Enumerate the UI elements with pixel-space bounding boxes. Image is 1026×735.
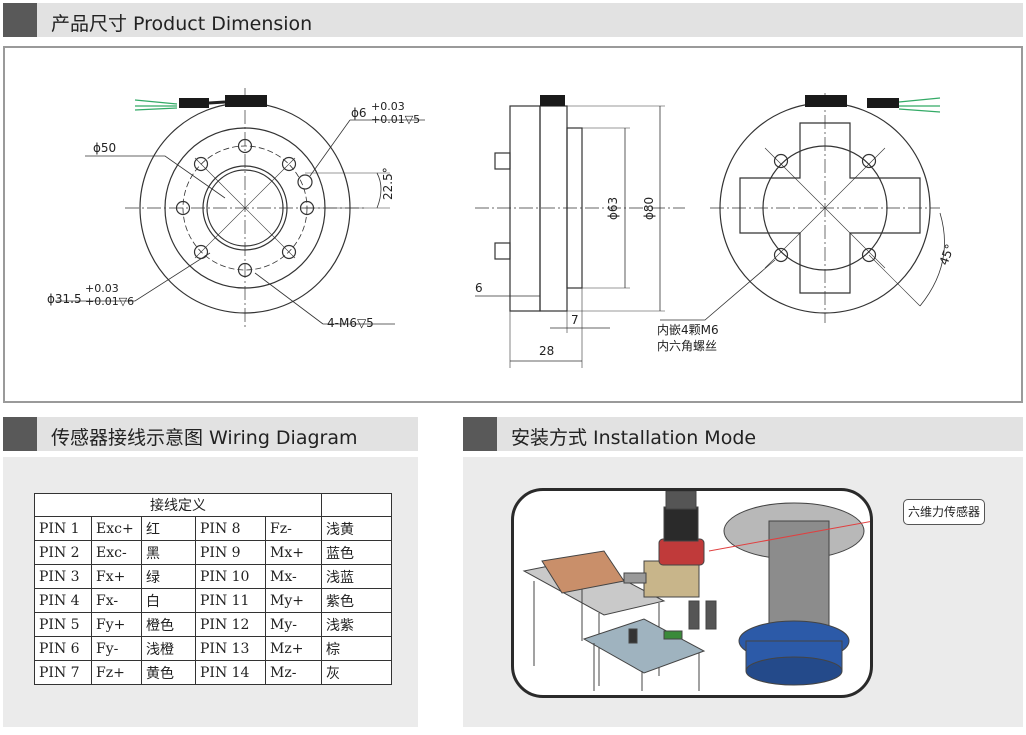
pin-left-cell: PIN 3 [34,564,92,589]
signal-left-cell: Fy- [91,636,142,661]
dim-angle-22: 22.5° [381,167,395,200]
dimension-drawing-panel: ϕ50 ϕ6 +0.03 +0.01▽5 22.5° ϕ31.5 +0.03 +… [3,46,1023,403]
pin-left-cell: PIN 7 [34,660,92,685]
pin-left-cell: PIN 4 [34,588,92,613]
signal-left-cell: Fx- [91,588,142,613]
signal-right-cell: My- [265,612,322,637]
color-left-cell: 红 [141,516,196,541]
color-right-cell: 棕 [321,636,392,661]
color-left-cell: 绿 [141,564,196,589]
pin-right-cell: PIN 12 [195,612,266,637]
signal-left-cell: Fx+ [91,564,142,589]
dim-angle-45: 45° [937,242,957,267]
color-right-cell: 蓝色 [321,540,392,565]
install-title: 安装方式 Installation Mode [511,427,757,449]
dim-6: 6 [475,281,483,295]
color-left-cell: 黑 [141,540,196,565]
dim-d63: ϕ63 [606,197,620,220]
dim-d50: ϕ50 [93,141,116,155]
robot-scene [522,491,870,691]
pin-left-cell: PIN 6 [34,636,92,661]
header-block [3,417,37,451]
install-section-header: 安装方式 Installation Mode [463,417,1023,451]
install-panel: 六维力传感器 [463,457,1023,727]
sensor-callout-label: 六维力传感器 [903,499,985,525]
pin-right-cell: PIN 13 [195,636,266,661]
dim-7: 7 [571,313,579,327]
signal-right-cell: Mz- [265,660,322,685]
wiring-title: 传感器接线示意图 Wiring Diagram [51,427,358,449]
dim-28: 28 [539,344,554,358]
dimension-title: 产品尺寸 Product Dimension [51,13,313,35]
color-right-cell: 紫色 [321,588,392,613]
dim-d6-tol-up: +0.03 [371,100,405,113]
signal-left-cell: Fz+ [91,660,142,685]
dimension-drawing: ϕ50 ϕ6 +0.03 +0.01▽5 22.5° ϕ31.5 +0.03 +… [47,88,957,368]
header-block [3,3,37,37]
color-right-cell: 浅紫 [321,612,392,637]
pin-right-cell: PIN 10 [195,564,266,589]
signal-right-cell: My+ [265,588,322,613]
color-right-cell: 浅黄 [321,516,392,541]
signal-right-cell: Mx+ [265,540,322,565]
callout-line [708,521,870,552]
pin-right-cell: PIN 9 [195,540,266,565]
color-left-cell: 橙色 [141,612,196,637]
signal-right-cell: Mz+ [265,636,322,661]
dim-thread: 内六角螺丝 [657,339,717,353]
dim-d315-tol-up: +0.03 [85,282,119,295]
color-left-cell: 白 [141,588,196,613]
signal-right-cell: Mx- [265,564,322,589]
dim-insert: 内嵌4颗M6 [657,323,719,337]
signal-right-cell: Fz- [265,516,322,541]
color-left-cell: 黄色 [141,660,196,685]
signal-left-cell: Fy+ [91,612,142,637]
pin-right-cell: PIN 8 [195,516,266,541]
color-right-cell: 浅蓝 [321,564,392,589]
dim-d6: ϕ6 [351,106,367,120]
dim-m6: 4-M6▽5 [327,316,374,330]
pin-left-cell: PIN 2 [34,540,92,565]
header-block [463,417,497,451]
table-header: 接线定义 [34,493,322,517]
pin-right-cell: PIN 11 [195,588,266,613]
dim-d80: ϕ80 [642,197,656,220]
color-right-cell: 灰 [321,660,392,685]
dim-d315-tol-down: +0.01▽6 [85,295,134,308]
signal-left-cell: Exc+ [91,516,142,541]
pin-left-cell: PIN 1 [34,516,92,541]
pin-right-cell: PIN 14 [195,660,266,685]
pin-left-cell: PIN 5 [34,612,92,637]
color-left-cell: 浅橙 [141,636,196,661]
table-header-row: 接线定义 [34,493,392,517]
table-header-empty [321,493,392,517]
dim-d315: ϕ31.5 [47,292,82,306]
dimension-section-header: 产品尺寸 Product Dimension [3,3,1023,37]
wiring-section-header: 传感器接线示意图 Wiring Diagram [3,417,418,451]
installation-illustration [511,488,873,698]
signal-left-cell: Exc- [91,540,142,565]
dim-d6-tol-down: +0.01▽5 [371,113,420,126]
